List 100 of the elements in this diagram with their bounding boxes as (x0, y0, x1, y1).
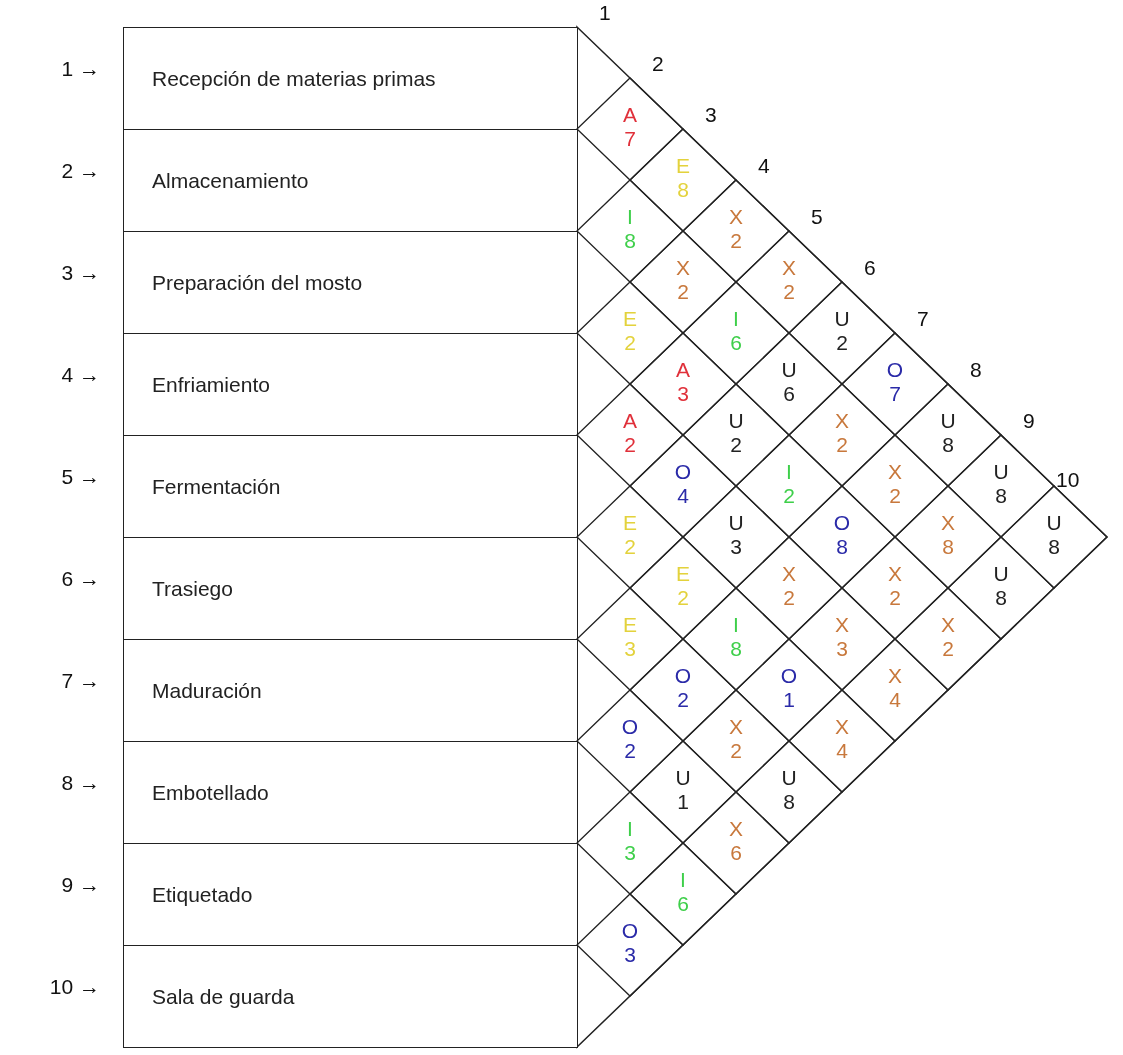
reason-code: 6 (782, 382, 796, 406)
reason-code: 4 (888, 688, 902, 712)
closeness-code: O (885, 358, 905, 382)
reason-code: 8 (676, 178, 690, 202)
closeness-code: X (781, 256, 797, 280)
reason-code: 1 (676, 790, 690, 814)
column-number: 4 (758, 154, 770, 178)
process-name: Trasiego (152, 576, 233, 601)
reason-code: 2 (623, 433, 637, 457)
closeness-code: O (779, 664, 799, 688)
column-number: 8 (970, 358, 982, 382)
column-number: 1 (599, 1, 611, 25)
column-number: 9 (1023, 409, 1035, 433)
column-number: 3 (705, 103, 717, 127)
closeness-code: A (622, 103, 638, 127)
reason-code: 2 (835, 331, 849, 355)
column-number: 2 (652, 52, 664, 76)
closeness-code: O (673, 460, 693, 484)
closeness-code: I (626, 817, 634, 841)
row-number: 1 → (61, 57, 100, 81)
process-box (123, 639, 578, 742)
reason-code: 2 (676, 688, 690, 712)
reason-code: 6 (729, 841, 743, 865)
reason-code: 8 (941, 433, 955, 457)
reason-code: 2 (623, 535, 637, 559)
closeness-code: X (940, 613, 956, 637)
process-name: Maduración (152, 678, 262, 703)
closeness-code: U (780, 358, 798, 382)
reason-code: 4 (676, 484, 690, 508)
row-number: 3 → (61, 261, 100, 285)
reason-code: 3 (729, 535, 743, 559)
closeness-code: E (675, 154, 691, 178)
reason-code: 2 (782, 586, 796, 610)
closeness-code: X (887, 664, 903, 688)
reason-code: 2 (782, 280, 796, 304)
reason-code: 8 (941, 535, 955, 559)
closeness-code: E (622, 307, 638, 331)
closeness-code: X (781, 562, 797, 586)
reason-code: 2 (835, 433, 849, 457)
closeness-code: I (732, 613, 740, 637)
reason-code: 8 (782, 790, 796, 814)
reason-code: 2 (623, 331, 637, 355)
reason-code: 4 (835, 739, 849, 763)
closeness-code: X (728, 205, 744, 229)
process-name: Preparación del mosto (152, 270, 363, 295)
reason-code: 8 (623, 229, 637, 253)
reason-code: 2 (676, 586, 690, 610)
closeness-code: O (620, 919, 640, 943)
closeness-code: X (940, 511, 956, 535)
closeness-code: U (727, 511, 745, 535)
closeness-code: I (732, 307, 740, 331)
reason-code: 2 (941, 637, 955, 661)
closeness-code: U (992, 562, 1010, 586)
process-name: Sala de guarda (152, 984, 295, 1009)
process-box (123, 537, 578, 640)
closeness-code: U (674, 766, 692, 790)
process-box (123, 129, 578, 232)
closeness-code: E (622, 613, 638, 637)
closeness-code: U (780, 766, 798, 790)
row-number: 7 → (61, 669, 100, 693)
process-name: Almacenamiento (152, 168, 309, 193)
reason-code: 7 (623, 127, 637, 151)
closeness-code: U (939, 409, 957, 433)
closeness-code: X (834, 715, 850, 739)
closeness-code: I (626, 205, 634, 229)
reason-code: 2 (888, 484, 902, 508)
process-box (123, 333, 578, 436)
process-box (123, 231, 578, 334)
reason-code: 2 (782, 484, 796, 508)
closeness-code: O (673, 664, 693, 688)
reason-code: 2 (888, 586, 902, 610)
reason-code: 8 (1047, 535, 1061, 559)
closeness-code: U (1045, 511, 1063, 535)
reason-code: 8 (835, 535, 849, 559)
closeness-code: X (887, 460, 903, 484)
row-number: 4 → (61, 363, 100, 387)
process-name: Etiquetado (152, 882, 253, 907)
closeness-code: X (834, 613, 850, 637)
reason-code: 6 (729, 331, 743, 355)
closeness-code: A (675, 358, 691, 382)
reason-code: 3 (623, 943, 637, 967)
process-name: Fermentación (152, 474, 281, 499)
closeness-code: E (622, 511, 638, 535)
process-box (123, 435, 578, 538)
closeness-code: X (834, 409, 850, 433)
reason-code: 7 (888, 382, 902, 406)
reason-code: 2 (729, 229, 743, 253)
process-box (123, 843, 578, 946)
row-number: 10 → (49, 975, 100, 999)
closeness-code: U (833, 307, 851, 331)
closeness-code: X (887, 562, 903, 586)
closeness-code: A (622, 409, 638, 433)
column-number: 6 (864, 256, 876, 280)
row-number: 9 → (61, 873, 100, 897)
closeness-code: X (728, 715, 744, 739)
row-number: 6 → (61, 567, 100, 591)
reason-code: 8 (729, 637, 743, 661)
reason-code: 3 (623, 841, 637, 865)
row-number: 8 → (61, 771, 100, 795)
process-name: Embotellado (152, 780, 269, 805)
